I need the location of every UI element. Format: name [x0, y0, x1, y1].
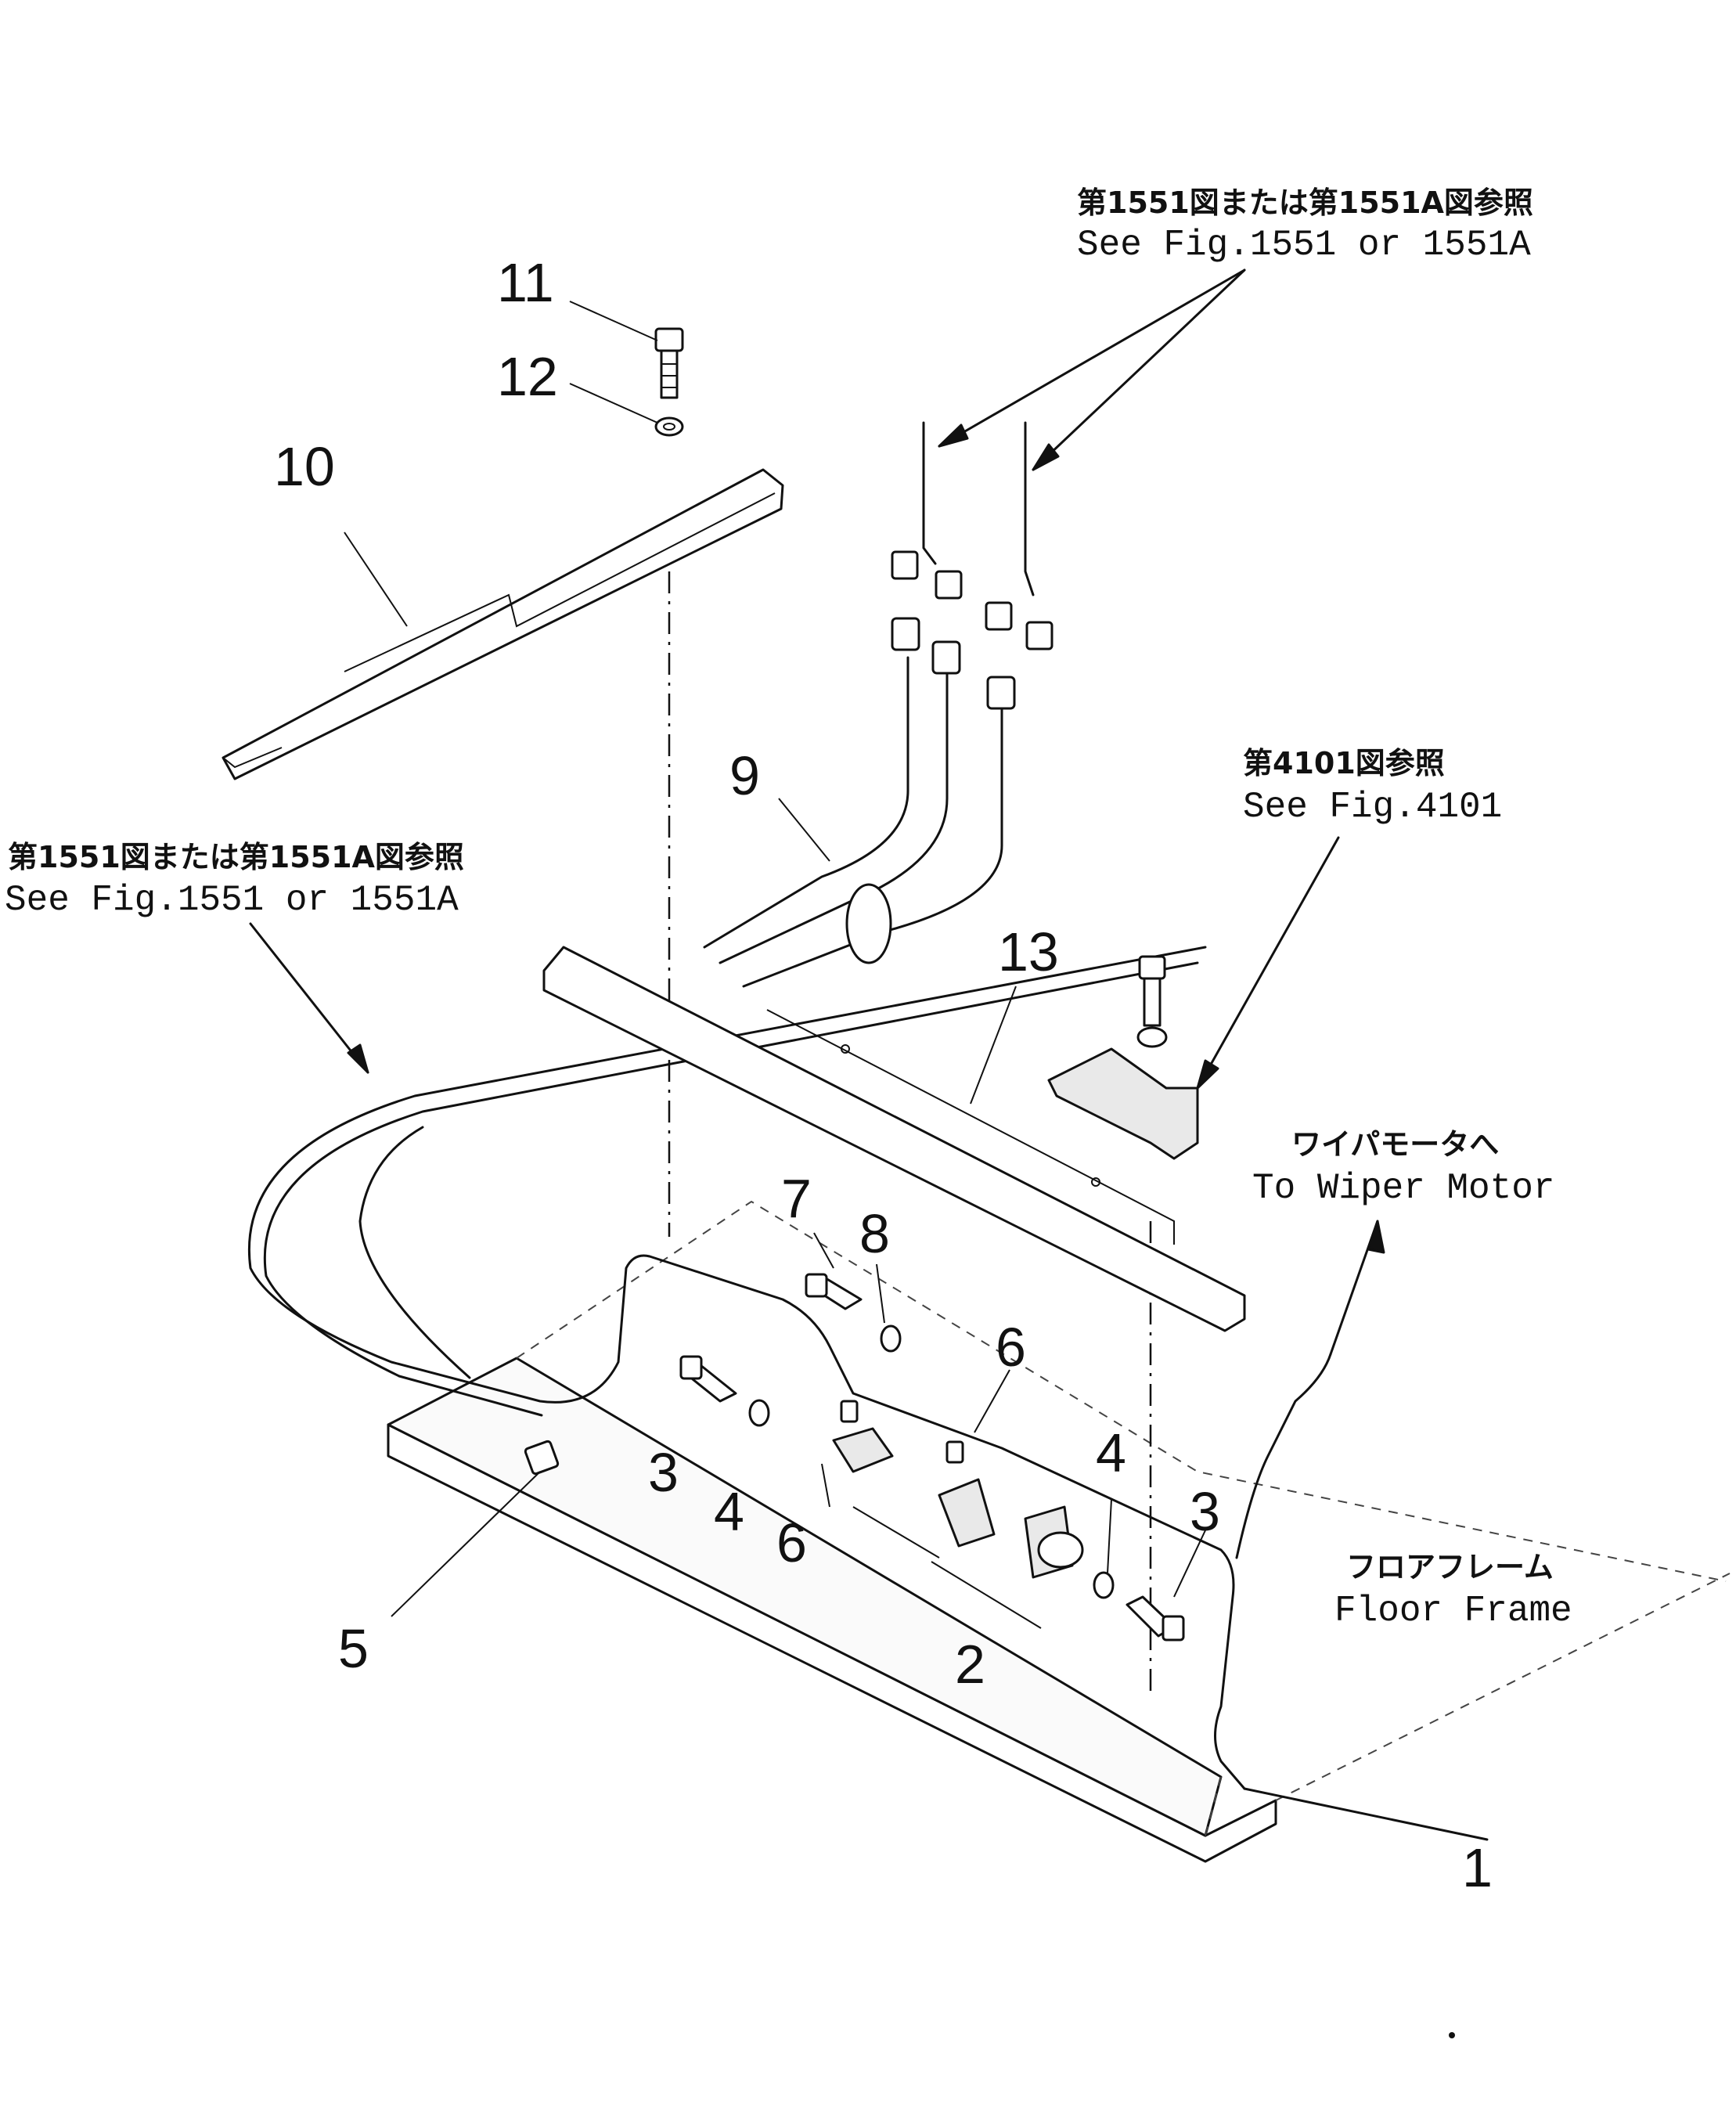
ref-mid-right-en: See Fig.4101 [1243, 787, 1502, 827]
ref-left-jp: 第1551図または第1551A図参照 [8, 840, 464, 874]
callout-12: 12 [497, 346, 558, 407]
alignment-lines [668, 571, 1152, 1691]
callout-7: 7 [781, 1168, 812, 1229]
washer-part-12 [654, 416, 684, 437]
leader-lines [344, 301, 1206, 1629]
top-connectors [891, 421, 1053, 650]
callout-6-right: 6 [996, 1317, 1026, 1378]
ref-top-right-en: See Fig.1551 or 1551A [1077, 225, 1531, 265]
callout-4-right: 4 [1096, 1422, 1126, 1483]
bolt-part-11 [654, 327, 684, 399]
callout-8: 8 [859, 1203, 890, 1264]
callout-5: 5 [338, 1618, 369, 1679]
wiring-harness-loop [248, 946, 1489, 1841]
wiper-motor-en: To Wiper Motor [1252, 1168, 1554, 1209]
ref-mid-right-jp: 第4101図参照 [1243, 746, 1445, 780]
reference-labels: 第1551図または第1551A図参照 See Fig.1551 or 1551A… [5, 186, 1533, 921]
callout-9: 9 [729, 745, 760, 806]
floor-frame-en: Floor Frame [1334, 1591, 1572, 1631]
annotation-labels: ワイパモータへ To Wiper Motor フロアフレーム Floor Fra… [1252, 1127, 1572, 1631]
mount-bar-part-13 [542, 946, 1246, 1332]
reference-arrows [249, 268, 1385, 1356]
floor-frame-jp: フロアフレーム [1346, 1550, 1554, 1584]
callout-10: 10 [274, 436, 335, 497]
bracket-fig4101 [1047, 955, 1199, 1160]
callout-4-left: 4 [714, 1481, 744, 1542]
callout-11: 11 [497, 252, 554, 313]
callout-13: 13 [998, 921, 1059, 982]
stray-dot [1449, 2032, 1455, 2038]
callout-3-right: 3 [1190, 1481, 1220, 1542]
ref-left-en: See Fig.1551 or 1551A [5, 880, 459, 921]
floor-frame [387, 1200, 1731, 1863]
callout-numbers: 1 2 3 3 4 4 5 6 6 7 8 9 10 11 12 13 [274, 252, 1493, 1898]
ref-top-right-jp: 第1551図または第1551A図参照 [1077, 186, 1533, 220]
callout-3-left: 3 [648, 1442, 679, 1503]
callout-6-left: 6 [776, 1512, 807, 1573]
wiper-motor-jp: ワイパモータへ [1291, 1127, 1499, 1162]
callout-2: 2 [955, 1634, 985, 1695]
cover-part-10 [222, 468, 784, 780]
callout-1: 1 [1462, 1837, 1493, 1898]
wire-bundle-part-9 [703, 617, 1016, 988]
small-parts [524, 1273, 1185, 1642]
